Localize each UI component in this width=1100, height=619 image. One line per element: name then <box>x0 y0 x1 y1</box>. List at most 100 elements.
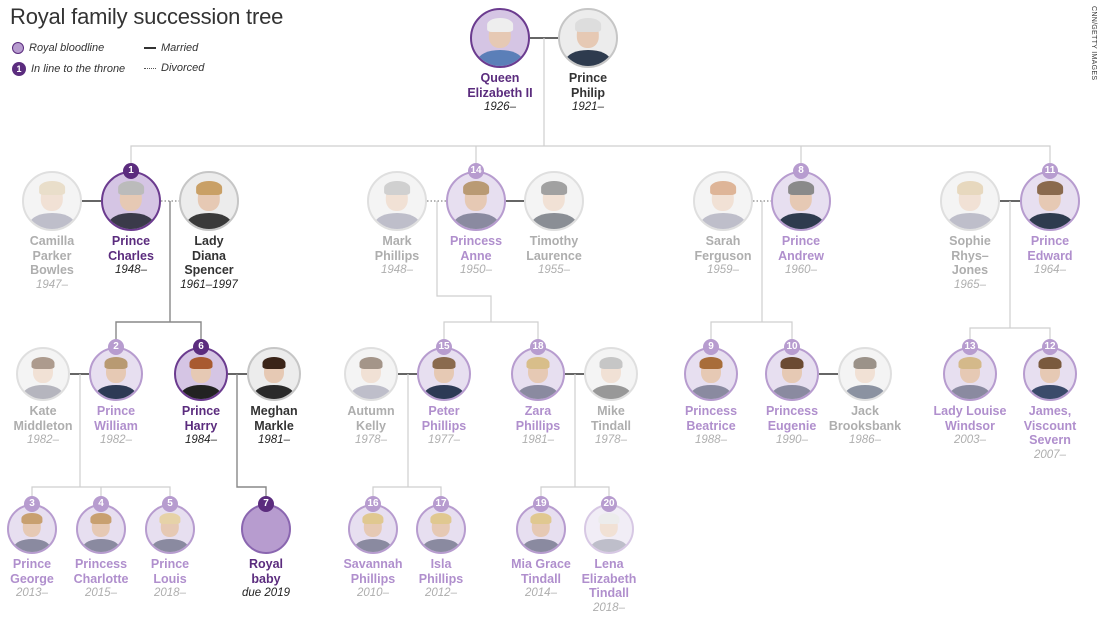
descent-line <box>372 486 442 504</box>
portrait-icon <box>558 8 618 68</box>
portrait-icon <box>940 171 1000 231</box>
portrait-icon <box>417 347 471 401</box>
portrait-icon <box>247 347 301 401</box>
person-years: 1981– <box>522 434 554 446</box>
person-years: 2014– <box>525 587 557 599</box>
succession-rank-badge: 18 <box>530 339 546 355</box>
succession-rank-badge: 5 <box>162 496 178 512</box>
legend-married-label: Married <box>161 42 199 54</box>
person-years: 1959– <box>707 264 739 276</box>
succession-rank-badge: 1 <box>123 163 139 179</box>
portrait-icon <box>348 504 398 554</box>
succession-rank-badge: 19 <box>533 496 549 512</box>
succession-rank-badge: 8 <box>793 163 809 179</box>
portrait-icon <box>446 171 506 231</box>
portrait-icon <box>89 347 143 401</box>
descent-line <box>710 321 793 347</box>
person-years: 1961–1997 <box>180 278 238 291</box>
person-years: 1947– <box>36 278 68 291</box>
person-years: 1926– <box>484 101 516 113</box>
succession-rank-badge: 4 <box>93 496 109 512</box>
portrait-icon <box>524 171 584 231</box>
succession-rank-badge: 16 <box>365 496 381 512</box>
succession-rank-badge: 10 <box>784 339 800 355</box>
person-years: 1978– <box>595 434 627 446</box>
descent-line <box>436 201 492 322</box>
succession-rank-badge: 13 <box>962 339 978 355</box>
descent-line <box>236 374 267 504</box>
legend-bloodline: Royal bloodline <box>12 42 104 54</box>
succession-rank-badge: 6 <box>193 339 209 355</box>
image-credit: CNN/GETTY IMAGES <box>1086 6 1098 80</box>
person-years: 1986– <box>849 434 881 446</box>
succession-rank-badge: 20 <box>601 496 617 512</box>
portrait-icon <box>174 347 228 401</box>
descent-line <box>969 327 1051 347</box>
person-years: 1981– <box>258 434 290 446</box>
person-years: 1977– <box>428 434 460 446</box>
descent-line <box>540 486 610 504</box>
person-years: 1990– <box>776 434 808 446</box>
portrait-icon <box>22 171 82 231</box>
person-years: due 2019 <box>242 587 290 599</box>
person-years: 1955– <box>538 264 570 276</box>
bloodline-swatch-icon <box>12 42 24 54</box>
portrait-icon <box>1020 171 1080 231</box>
person-years: 2007– <box>1034 448 1066 461</box>
person-years: 1960– <box>785 264 817 276</box>
person-years: 2003– <box>954 434 986 446</box>
person-years: 1984– <box>185 434 217 446</box>
person-years: 1982– <box>27 434 59 446</box>
portrait-icon <box>1023 347 1077 401</box>
portrait-icon <box>838 347 892 401</box>
succession-rank-badge: 2 <box>108 339 124 355</box>
portrait-icon <box>684 347 738 401</box>
descent-line <box>130 145 1051 171</box>
person-years: 1988– <box>695 434 727 446</box>
succession-rank-badge: 7 <box>258 496 274 512</box>
legend-bloodline-label: Royal bloodline <box>29 42 105 54</box>
person-years: 1948– <box>115 264 147 276</box>
portrait-icon <box>771 171 831 231</box>
person-years: 2018– <box>154 587 186 599</box>
descent-line <box>443 321 539 347</box>
person-years: 1921– <box>572 101 604 113</box>
